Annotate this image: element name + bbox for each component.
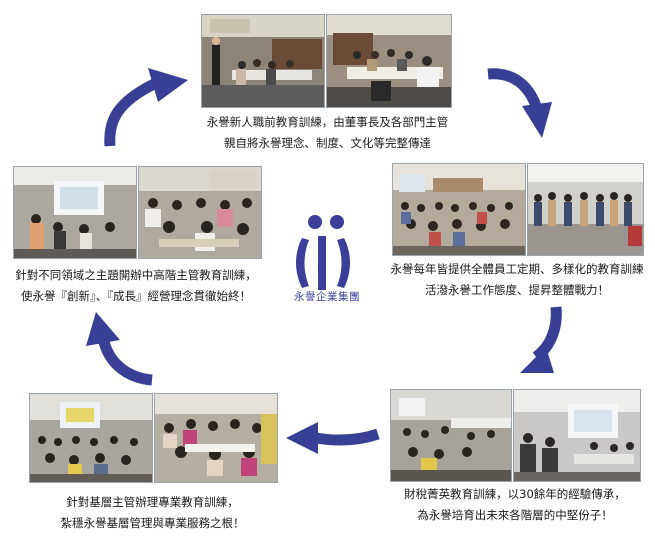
caption-bottom-right-line-1: 財稅菁英教育訓練，以30餘年的經驗傳承， <box>404 487 626 501</box>
photo-senior-manager-1 <box>13 166 137 259</box>
caption-bottom-right-line-2: 為永譽培育出未來各階層的中堅份子！ <box>417 508 613 522</box>
caption-top-line-1: 永譽新人職前教育訓練，由董事長及各部門主管 <box>206 115 449 129</box>
caption-top-line-2: 親自將永譽理念、制度、文化等完整傳達 <box>224 136 431 150</box>
photo-orientation-2 <box>326 14 452 108</box>
caption-bottom-left-line-2: 紮穩永譽基層管理與專業服務之根！ <box>60 516 245 530</box>
arrow-bottom-left-to-left <box>86 312 153 386</box>
caption-right: 永譽每年皆提供全體員工定期、多樣化的教育訓練 活潑永譽工作態度、提昇整體戰力！ <box>372 259 655 301</box>
caption-right-line-1: 永譽每年皆提供全體員工定期、多樣化的教育訓練 <box>390 262 644 276</box>
arrow-top-to-right <box>487 68 552 138</box>
caption-left-line-1: 針對不同領域之主題開辦中高階主管教育訓練， <box>15 268 257 282</box>
photo-tax-elite-1 <box>390 389 512 482</box>
caption-right-line-2: 活潑永譽工作態度、提昇整體戰力！ <box>425 283 609 297</box>
photo-all-staff-1 <box>392 163 526 256</box>
caption-bottom-right: 財稅菁英教育訓練，以30餘年的經驗傳承， 為永譽培育出未來各階層的中堅份子！ <box>380 484 650 526</box>
caption-bottom-left-line-1: 針對基層主管辦理專業教育訓練， <box>66 495 239 509</box>
arrow-left-to-top <box>104 68 188 147</box>
caption-top: 永譽新人職前教育訓練，由董事長及各部門主管 親自將永譽理念、制度、文化等完整傳達 <box>165 112 490 154</box>
caption-left: 針對不同領域之主題開辦中高階主管教育訓練， 使永譽『創新』、『成長』經營理念貫徹… <box>5 265 267 307</box>
photo-senior-manager-2 <box>138 166 262 259</box>
photo-junior-manager-1 <box>29 393 153 483</box>
caption-bottom-left: 針對基層主管辦理專業教育訓練， 紮穩永譽基層管理與專業服務之根！ <box>25 492 280 534</box>
photo-all-staff-2 <box>527 163 644 256</box>
photo-junior-manager-2 <box>154 393 278 483</box>
brand-logo <box>282 208 372 308</box>
brand-name: 永譽企業集團 <box>294 291 360 303</box>
photo-tax-elite-2 <box>513 389 641 482</box>
arrow-bottom-right-to-bottom-left <box>286 422 380 454</box>
photo-orientation-1 <box>201 14 325 108</box>
arrow-right-to-bottom-right <box>520 306 562 373</box>
caption-left-line-2: 使永譽『創新』、『成長』經營理念貫徹始終！ <box>21 289 251 303</box>
